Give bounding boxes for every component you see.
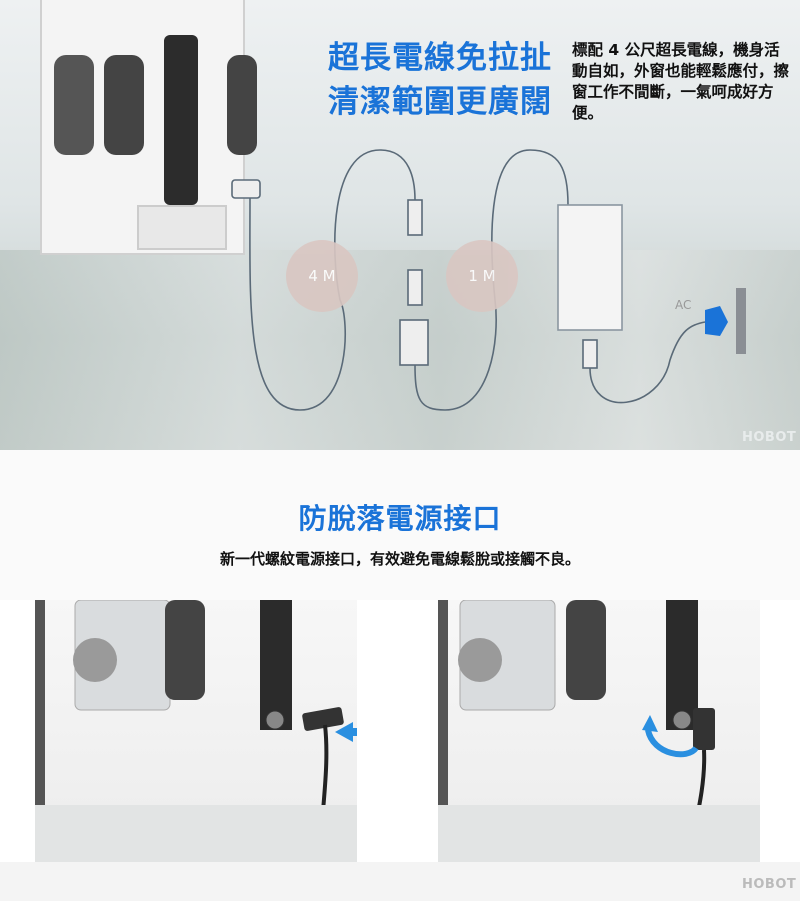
hero-description: 標配 4 公尺超長電線，機身活動自如，外窗也能輕鬆應付，擦窗工作不間斷，一氣呵成… xyxy=(572,41,790,122)
photo-twist-lock-connector xyxy=(438,600,760,862)
cable-length-label: 1 M xyxy=(446,240,518,312)
hero-title-line: 清潔範圍更廣闊 xyxy=(328,84,552,120)
robot-image xyxy=(40,0,257,255)
connector-photos xyxy=(0,600,800,862)
cable-diagram xyxy=(231,149,746,411)
watermark-logo: HOBOT xyxy=(742,430,797,445)
hero-section: 超長電線免拉扯 清潔範圍更廣闊 標配 4 公尺超長電線，機身活動自如，外窗也能輕… xyxy=(0,0,800,450)
footer-strip: HOBOT xyxy=(0,862,800,901)
robot-pad xyxy=(54,55,94,155)
robot-pad xyxy=(104,55,144,155)
feature-title: 防脫落電源接口 xyxy=(298,502,502,535)
robot-pad xyxy=(227,55,257,155)
robot-control-strip xyxy=(164,35,198,205)
hero-title-line: 超長電線免拉扯 xyxy=(328,40,552,76)
hero-title: 超長電線免拉扯 清潔範圍更廣闊 xyxy=(328,36,552,124)
watermark-logo: HOBOT xyxy=(742,877,797,892)
feature-subtitle: 新一代螺紋電源接口，有效避免電線鬆脫或接觸不良。 xyxy=(219,550,580,568)
photo-insert-connector xyxy=(35,600,357,862)
feature-section xyxy=(0,450,800,600)
ac-label: AC xyxy=(675,298,692,312)
robot-bottom xyxy=(137,205,227,250)
cable-length-label: 4 M xyxy=(286,240,358,312)
